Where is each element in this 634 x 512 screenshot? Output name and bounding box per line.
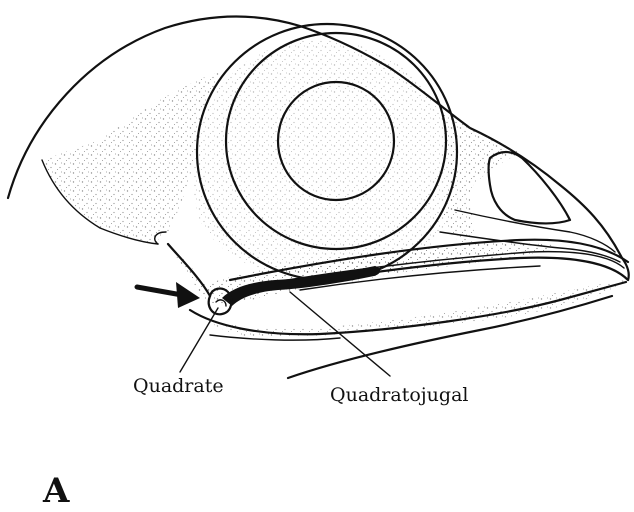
quadratojugal-label: Quadratojugal: [330, 384, 468, 406]
arrow-icon: [137, 282, 200, 308]
orbit: [194, 24, 457, 282]
quadrate-label: Quadrate: [133, 375, 224, 397]
quadrate-leader-line: [180, 308, 218, 372]
jaw: [168, 240, 628, 378]
panel-letter: A: [42, 471, 70, 511]
